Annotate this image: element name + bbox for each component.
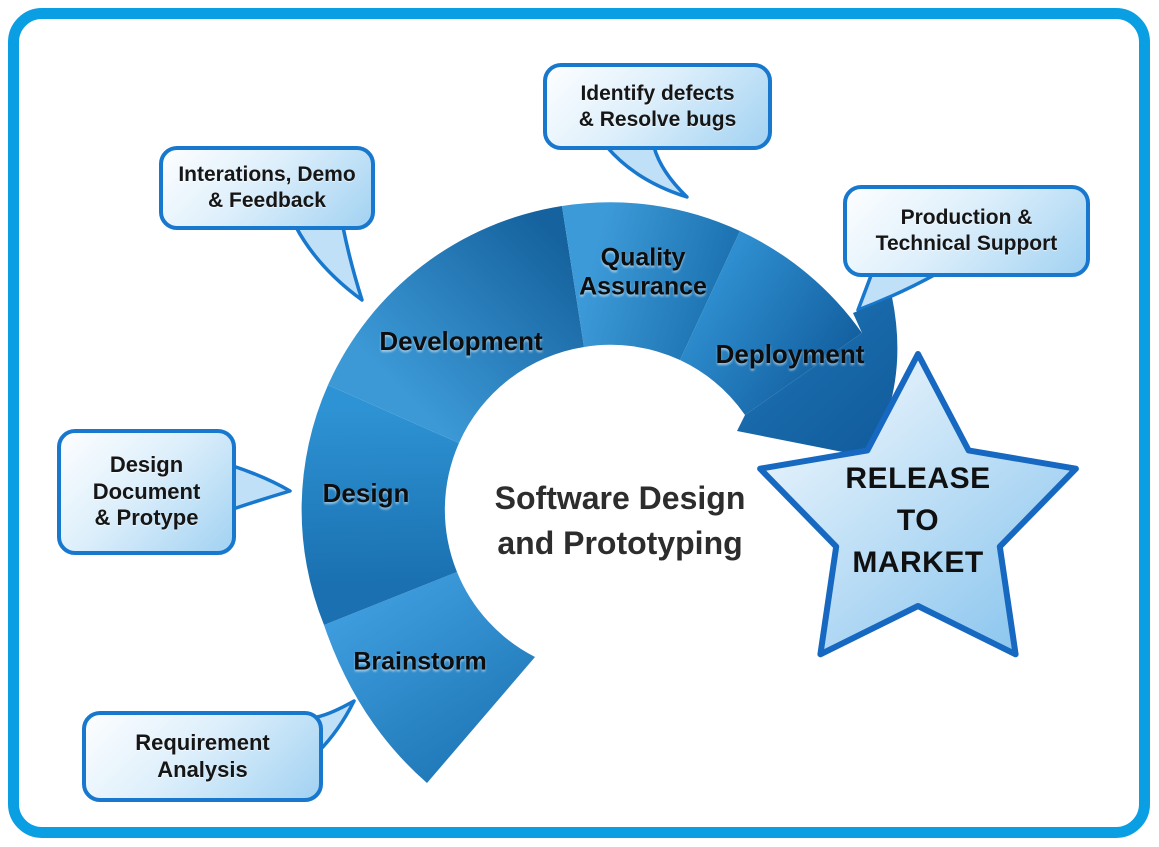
stage-label-brainstorm: Brainstorm: [353, 647, 487, 676]
callout-tail-requirement-analysis: [315, 699, 356, 754]
callout-text-line: & Protype: [94, 505, 199, 531]
callout-tail-design-document: [231, 464, 292, 511]
diagram-title-line: Software Design: [494, 480, 746, 517]
callout-text-line: Technical Support: [875, 232, 1058, 255]
arc-segment-brainstorm: [324, 572, 535, 783]
arc-segment-design: [301, 385, 459, 625]
callout-identify-defects: Identify defects & Resolve bugs: [543, 63, 772, 150]
callout-text-line: Production &: [900, 206, 1033, 230]
arc-segment-deployment: [680, 231, 862, 415]
callout-text-line: Analysis: [157, 756, 248, 782]
diagram-title: Software Design and Prototyping: [495, 476, 746, 566]
stage-label-line: Assurance: [579, 272, 707, 300]
callout-text-line: Document: [92, 478, 201, 504]
stage-label-line: Quality: [600, 243, 686, 272]
callout-text-line: Identify defects: [580, 81, 735, 105]
callout-text-line: & Resolve bugs: [578, 107, 737, 131]
diagram-title-line: and Prototyping: [497, 525, 743, 561]
callout-text-line: Interations, Demo: [178, 163, 356, 187]
arc-segment-development: [328, 206, 584, 443]
callout-tail-production-support: [856, 271, 940, 312]
callout-tail-identify-defects: [605, 145, 689, 199]
arc-segment-quality-assurance: [562, 202, 740, 360]
stage-label-deployment: Deployment: [715, 339, 865, 370]
callout-requirement-analysis: Requirement Analysis: [82, 711, 323, 802]
star-label-line: TO: [896, 504, 940, 537]
release-to-market-label: RELEASE TO MARKET: [845, 458, 990, 584]
star-label-line: MARKET: [852, 546, 984, 579]
callout-text-line: & Feedback: [208, 189, 326, 212]
stage-label-development: Development: [379, 326, 543, 357]
star-label-line: RELEASE: [845, 462, 991, 495]
stage-label-design: Design: [322, 478, 410, 509]
callout-tail-iterations: [294, 225, 364, 302]
callout-iterations-demo-feedback: Interations, Demo & Feedback: [159, 146, 375, 230]
callout-text-line: Requirement: [135, 729, 270, 755]
star-icon: [757, 351, 1079, 658]
arrowhead-icon: [737, 297, 898, 457]
callout-text-line: Design: [109, 451, 184, 477]
stage-label-quality-assurance: Quality Assurance: [533, 243, 753, 301]
callout-production-technical-support: Production & Technical Support: [843, 185, 1090, 277]
callout-design-document-protype: Design Document & Protype: [57, 429, 236, 555]
